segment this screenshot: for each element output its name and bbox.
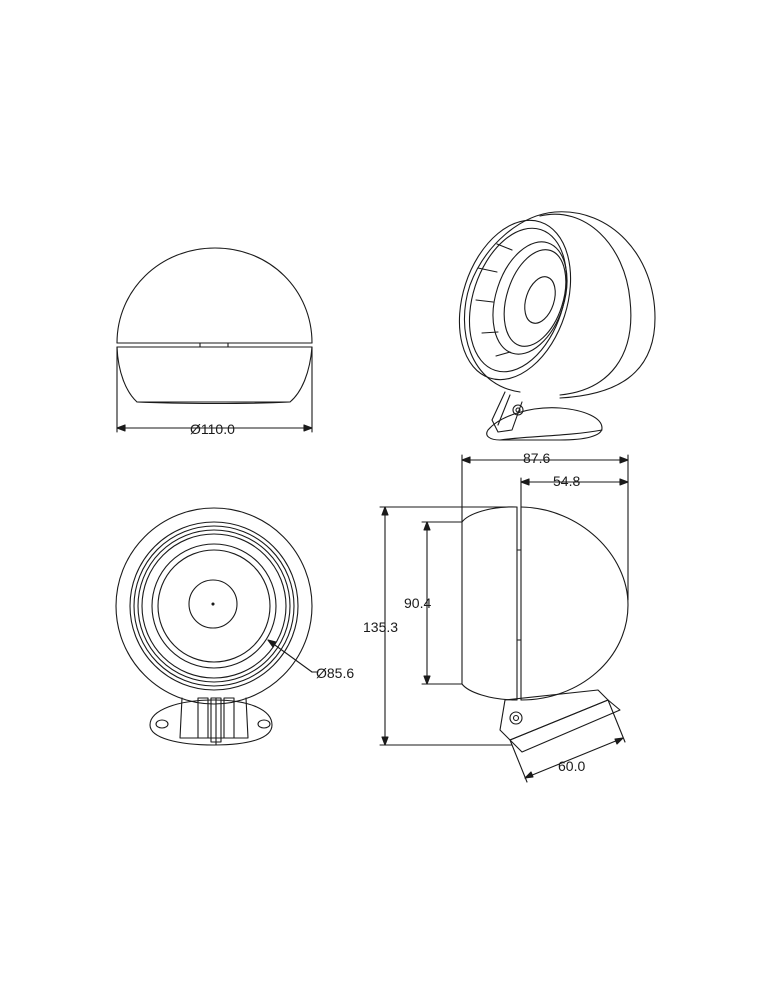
front-outer-circle [115, 507, 313, 705]
side-dome [520, 506, 629, 701]
front-lens [188, 579, 238, 629]
label-height-total: 135.3 [363, 619, 398, 635]
label-depth-dome: 54.8 [553, 473, 580, 489]
dim-line-base-length [524, 737, 624, 779]
label-depth-total: 87.6 [523, 450, 550, 466]
persp-base [486, 407, 603, 441]
top-view-lower-shell [116, 346, 313, 403]
side-rear-shell [461, 506, 518, 701]
front-bracket [179, 697, 249, 739]
label-inner-diameter: Ø85.6 [316, 665, 354, 681]
persp-bracket [491, 391, 523, 433]
persp-sphere-outline [463, 211, 656, 399]
side-dimensions [379, 454, 629, 783]
top-view-dome-outline [116, 247, 313, 344]
label-overall-diameter: Ø110.0 [190, 421, 235, 437]
label-base-length: 60.0 [558, 758, 585, 774]
leader-inner-diameter [267, 639, 313, 673]
label-height-face: 90.4 [404, 595, 431, 611]
side-base [509, 699, 621, 753]
side-view [461, 506, 629, 753]
top-view [116, 247, 313, 433]
perspective-view [458, 211, 656, 441]
persp-face-outer [458, 219, 572, 381]
front-base [149, 699, 273, 746]
front-view [115, 507, 319, 746]
persp-lens [524, 276, 556, 324]
